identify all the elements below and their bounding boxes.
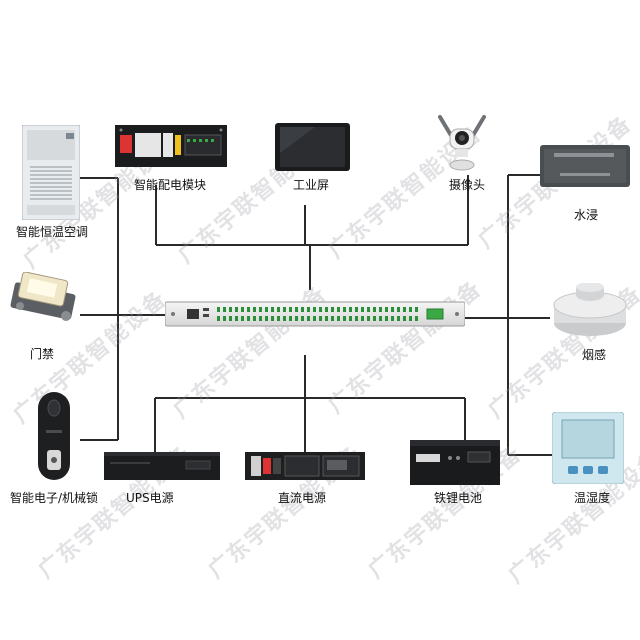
camera-device <box>432 115 492 173</box>
power-module-device <box>115 125 227 167</box>
temp-device <box>551 411 625 485</box>
central-controller <box>164 300 466 328</box>
ups-label: UPS电源 <box>126 491 174 505</box>
lock-label: 智能电子/机械锁 <box>10 491 99 505</box>
power-module-icon <box>115 125 227 167</box>
lock-device <box>36 390 72 482</box>
camera-label: 摄像头 <box>449 178 486 192</box>
door-label: 门禁 <box>30 347 55 361</box>
camera-icon <box>438 115 486 171</box>
aircon-label: 智能恒温空调 <box>16 225 89 239</box>
aircon-icon <box>21 124 81 221</box>
dc-label: 直流电源 <box>278 491 327 505</box>
ups-device <box>104 452 220 480</box>
door-device <box>8 271 78 324</box>
water-device <box>540 145 630 187</box>
aircon-device <box>21 124 81 221</box>
temp-label: 温湿度 <box>574 491 611 505</box>
power-module-label: 智能配电模块 <box>134 178 207 192</box>
screen-label: 工业屏 <box>293 178 330 192</box>
screen-device <box>275 123 350 171</box>
battery-device <box>410 440 500 485</box>
dc-power-icon <box>245 452 365 480</box>
smoke-label: 烟感 <box>582 348 607 362</box>
smoke-detector-icon <box>553 282 627 336</box>
smoke-device <box>553 282 628 338</box>
controller-icon <box>164 301 466 327</box>
dc-device <box>245 452 365 480</box>
monitor-icon <box>275 123 350 171</box>
ups-icon <box>104 452 220 480</box>
battery-icon <box>410 440 500 485</box>
water-sensor-icon <box>540 145 630 187</box>
battery-label: 铁锂电池 <box>434 491 483 505</box>
lock-icon <box>38 392 70 480</box>
door-sensor-icon <box>10 271 76 321</box>
thermostat-icon <box>551 411 625 485</box>
water-label: 水浸 <box>574 208 599 222</box>
